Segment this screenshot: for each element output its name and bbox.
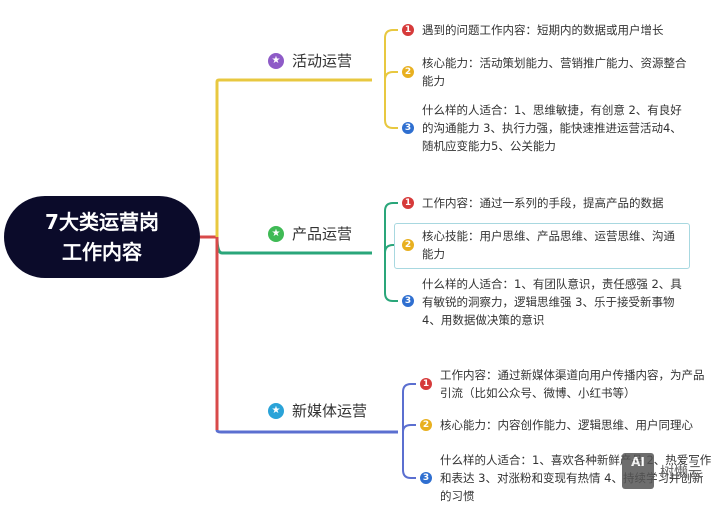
number-3-icon: 3 xyxy=(402,295,414,307)
root-node[interactable]: 7大类运营岗 工作内容 xyxy=(4,196,200,278)
star-icon: ★ xyxy=(268,52,284,69)
watermark-badge: AI xyxy=(631,455,645,469)
star-icon: ★ xyxy=(268,402,284,419)
branch-label: 产品运营 xyxy=(292,225,353,243)
leaf-product-3[interactable]: 什么样的人适合：1、有团队意识，责任感强 2、具有敏锐的洞察力，逻辑思维强 3、… xyxy=(422,277,682,327)
root-title-line2: 工作内容 xyxy=(61,240,142,264)
root-title-line1: 7大类运营岗 xyxy=(45,210,159,234)
number-2-icon: 2 xyxy=(402,239,414,251)
leaf-product-2[interactable]: 核心技能：用户思维、产品思维、运营思维、沟通能力 xyxy=(422,229,675,261)
leaf-product-1[interactable]: 工作内容：通过一系列的手段，提高产品的数据 xyxy=(422,196,664,210)
branch-activity-ops[interactable]: ★ 活动运营 xyxy=(268,50,352,71)
number-3-icon: 3 xyxy=(402,122,414,134)
branch-new-media-ops[interactable]: ★ 新媒体运营 xyxy=(268,400,367,421)
star-icon: ★ xyxy=(268,225,284,242)
watermark-text: 树懒云 xyxy=(660,465,702,481)
branch-label: 新媒体运营 xyxy=(292,402,368,420)
branch-label: 活动运营 xyxy=(292,52,353,70)
leaf-activity-1[interactable]: 遇到的问题工作内容：短期内的数据或用户增长 xyxy=(422,23,664,37)
leaf-new-media-1[interactable]: 工作内容：通过新媒体渠道向用户传播内容，为产品引流（比如公众号、微博、小红书等） xyxy=(440,368,705,400)
leaf-new-media-2[interactable]: 核心能力：内容创作能力、逻辑思维、用户同理心 xyxy=(440,418,693,432)
branch-product-ops[interactable]: ★ 产品运营 xyxy=(268,223,352,244)
number-2-icon: 2 xyxy=(420,419,432,431)
number-1-icon: 1 xyxy=(402,197,414,209)
watermark-logo: AI xyxy=(622,453,654,489)
selected-node-highlight xyxy=(394,223,690,269)
leaf-activity-2[interactable]: 核心能力：活动策划能力、营销推广能力、资源整合能力 xyxy=(422,56,687,88)
number-1-icon: 1 xyxy=(402,24,414,36)
leaf-activity-3[interactable]: 什么样的人适合：1、思维敏捷，有创意 2、有良好的沟通能力 3、执行力强，能快速… xyxy=(422,103,682,153)
number-2-icon: 2 xyxy=(402,66,414,78)
number-3-icon: 3 xyxy=(420,472,432,484)
number-1-icon: 1 xyxy=(420,378,432,390)
